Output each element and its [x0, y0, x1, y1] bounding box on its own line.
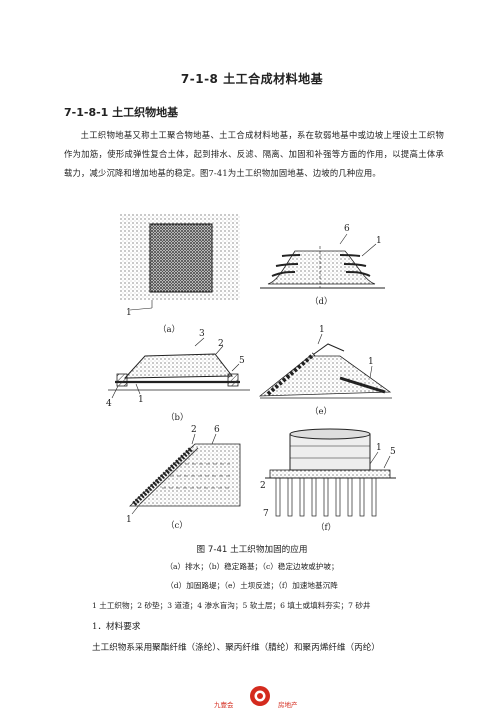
callout-b-3: 3 [199, 329, 205, 339]
callout-d-1: 1 [376, 236, 382, 246]
logo-left-text: 九壹会 [214, 700, 234, 709]
callout-e-1a: 1 [319, 325, 325, 335]
panel-b-drawing [108, 337, 250, 399]
figure-caption: 图 7-41 土工织物加固的应用 [196, 545, 308, 555]
callout-b-4: 4 [106, 399, 112, 409]
figure-caption-line-2: （d）加固路堤；（e）土坝反滤；（f）加速地基沉降 [166, 581, 338, 590]
callout-c-6: 6 [214, 425, 220, 435]
footer-logo: 九壹会 房地产 [210, 684, 310, 710]
figure-caption-line-1: （a）排水；（b）稳定路基；（c）稳定边坡或护坡； [165, 562, 339, 571]
callout-b-5: 5 [239, 356, 245, 366]
callout-d-6: 6 [344, 224, 350, 234]
panel-f-drawing [265, 428, 396, 517]
panel-label-f: （f） [316, 522, 336, 533]
panel-a-drawing [120, 214, 240, 311]
callout-c-2: 2 [191, 425, 197, 435]
panel-d-drawing [260, 233, 385, 289]
callout-e-1b: 1 [368, 357, 374, 367]
callout-a-1: 1 [126, 308, 132, 318]
callout-b-1: 1 [138, 395, 144, 405]
panel-label-e: （e） [310, 406, 332, 417]
intro-paragraph: 土工织物地基又称土工聚合物地基、土工合成材料地基，系在软弱地基中或边坡上埋设土工… [64, 130, 444, 178]
figure-legend: 1 土工织物；2 砂垫；3 道渣；4 渗水盲沟；5 软土层；6 填土或填料夯实；… [92, 601, 371, 610]
callout-f-7: 7 [263, 509, 269, 519]
section-material-requirements: 1．材料要求 [92, 622, 141, 632]
body-paragraph-start: 土工织物系采用聚酯纤维（涤纶）、聚丙纤维（腈纶）和聚丙烯纤维（丙纶） [92, 643, 380, 653]
logo-right-text: 房地产 [278, 700, 298, 709]
panel-label-c: （c） [166, 520, 188, 531]
callout-f-2: 2 [260, 481, 266, 491]
callout-c-1: 1 [126, 515, 132, 525]
section-heading: 7-1-8 土工合成材料地基 [180, 72, 324, 86]
callout-f-1: 1 [376, 443, 382, 453]
callout-b-2: 2 [218, 339, 224, 349]
panel-label-d: （d） [310, 296, 332, 307]
panel-label-a: （a） [158, 324, 180, 335]
panel-c-drawing [129, 433, 241, 515]
figure-7-41: 1 6 1 3 2 5 4 1 1 1 2 6 1 1 5 2 7 （a） （d… [100, 206, 420, 536]
panel-e-drawing [258, 333, 392, 399]
subsection-heading: 7-1-8-1 土工织物地基 [64, 106, 179, 119]
callout-f-5: 5 [390, 447, 396, 457]
panel-label-b: （b） [166, 412, 188, 423]
